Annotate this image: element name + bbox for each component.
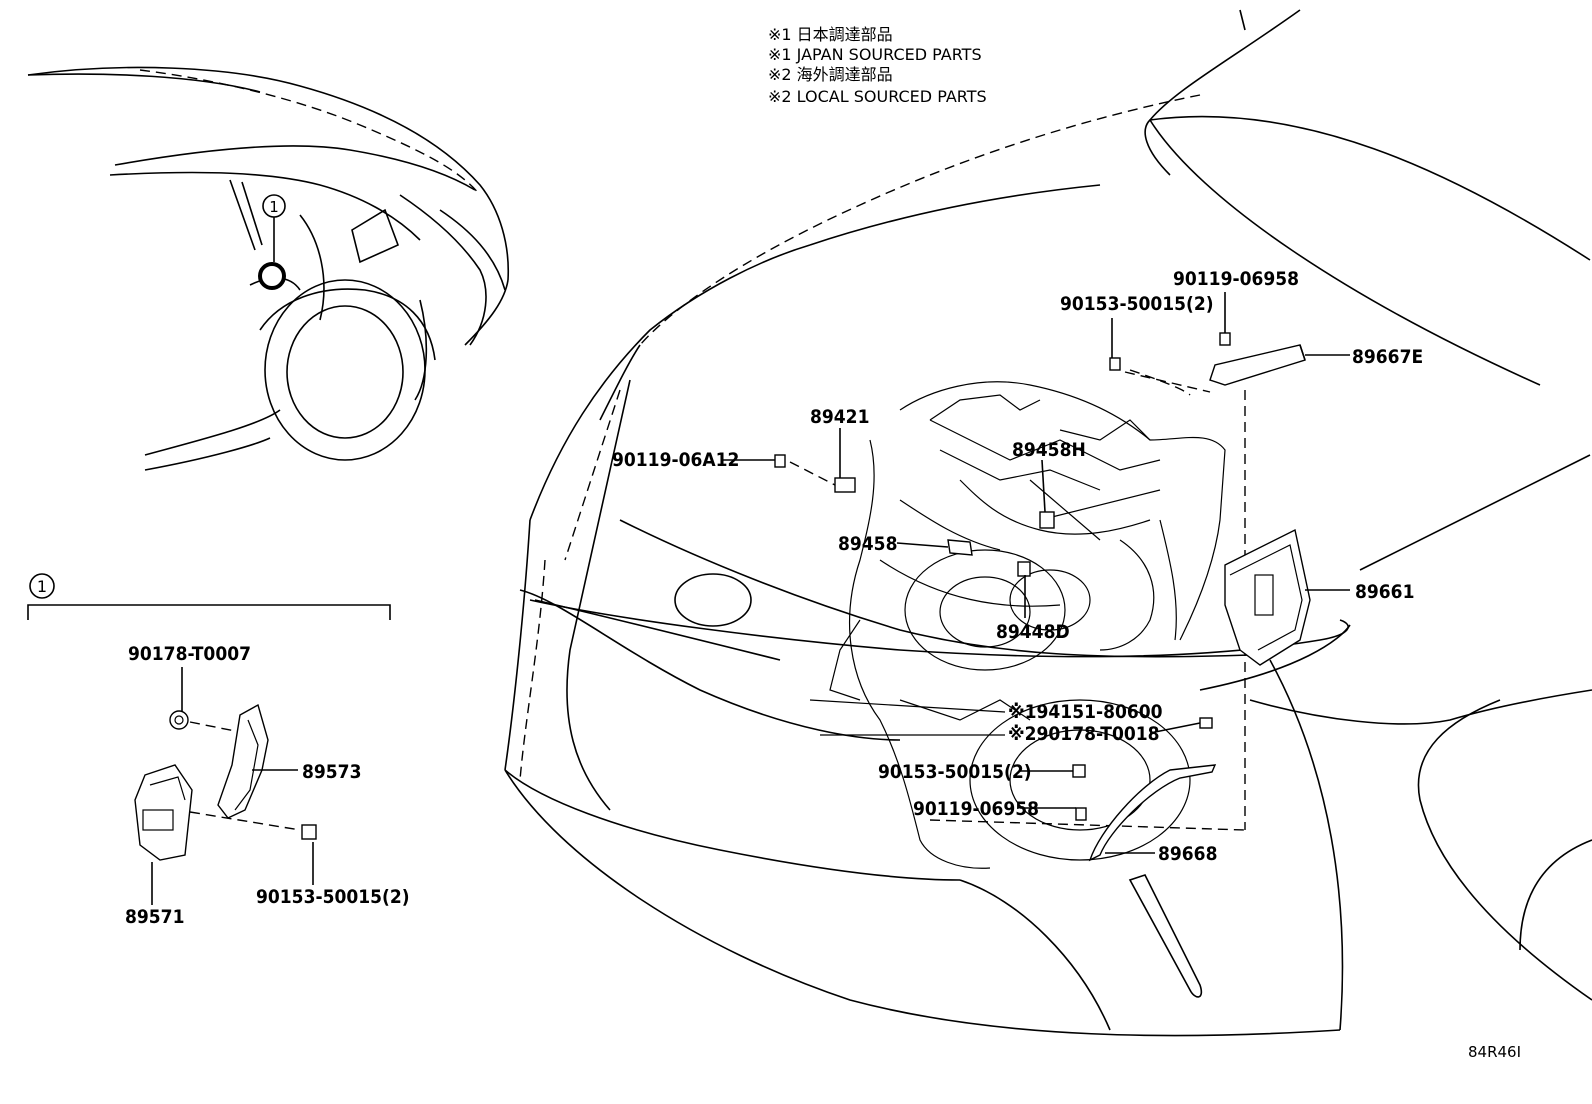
inset-panel: 1 90178-T0007 89573 89571 90153-50015(2) (27, 573, 410, 928)
front-car-outline (504, 9, 1592, 1037)
label-89573: 89573 (302, 761, 361, 783)
label-90119-06958-mid: 90119-06958 (913, 798, 1039, 820)
rear-car-outline (27, 66, 510, 471)
label-90153-50015-mid: 90153-50015(2) (878, 761, 1032, 783)
label-89667E: 89667E (1352, 346, 1423, 368)
label-89661: 89661 (1355, 581, 1414, 603)
label-90119-06958-top: 90119-06958 (1173, 268, 1299, 290)
label-90153-50015-top: 90153-50015(2) (1060, 293, 1214, 315)
figure-code: 84R46I (1468, 1043, 1521, 1061)
bracket-89668 (1088, 764, 1217, 862)
label-90153-50015-inset: 90153-50015(2) (256, 886, 410, 908)
note-2-en: ※2 LOCAL SOURCED PARTS (768, 87, 987, 106)
note-1-jp: ※1 日本調達部品 (768, 25, 893, 44)
leader-lines (722, 292, 1350, 854)
note-2-jp: ※2 海外調達部品 (768, 65, 893, 84)
label-89668: 89668 (1158, 843, 1217, 865)
label-89458: 89458 (838, 533, 897, 555)
sourcing-notes: ※1 日本調達部品 ※1 JAPAN SOURCED PARTS ※2 海外調達… (768, 25, 987, 106)
label-94151-80600: ※194151-80600 (1008, 701, 1163, 723)
engine-assembly (829, 381, 1226, 869)
ecu-89661 (1224, 528, 1311, 666)
bracket-89667E (1209, 344, 1306, 386)
label-90178-T0018: ※290178-T0018 (1008, 723, 1160, 745)
note-1-en: ※1 JAPAN SOURCED PARTS (768, 45, 982, 64)
label-89448D: 89448D (996, 621, 1070, 643)
inset-marker-label: 1 (37, 577, 47, 596)
small-parts (774, 332, 1231, 821)
callout-1-label: 1 (269, 198, 279, 216)
label-90178-T0007: 90178-T0007 (128, 643, 251, 665)
callout-1: 1 (258, 194, 286, 290)
label-90119-06A12: 90119-06A12 (612, 449, 739, 471)
main-labels: 90119-06958 90153-50015(2) 89667E 89421 … (612, 268, 1423, 865)
label-89458H: 89458H (1012, 439, 1086, 461)
label-89571: 89571 (125, 906, 184, 928)
label-89421: 89421 (810, 406, 869, 428)
